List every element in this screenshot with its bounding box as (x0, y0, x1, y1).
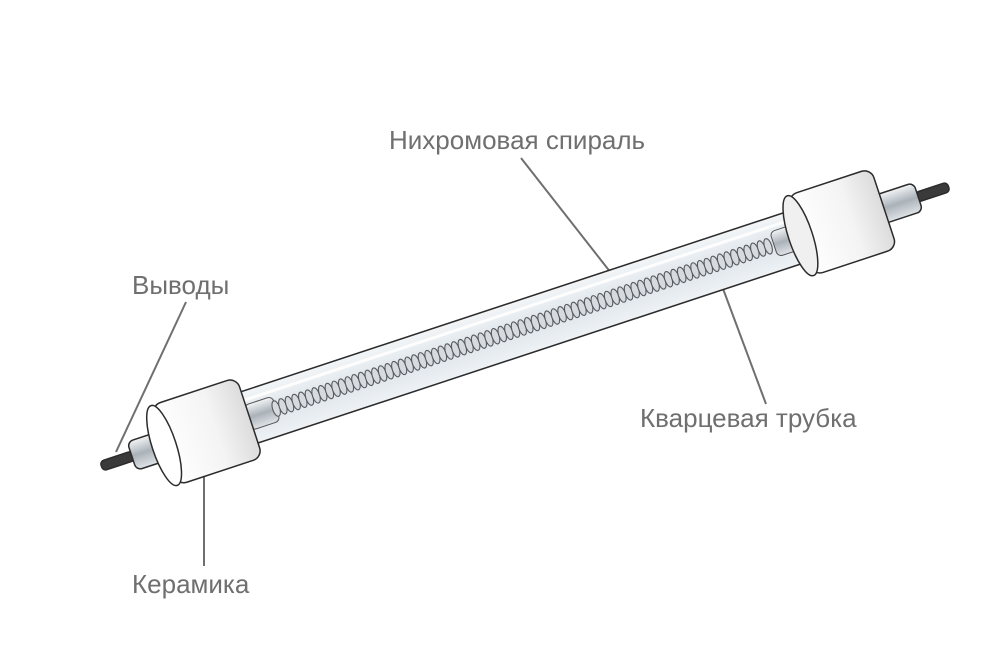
coil-turn (763, 238, 773, 255)
tube-highlight (243, 217, 796, 402)
nichrome-coil (271, 238, 773, 417)
label-quartz-tube: Кварцевая трубка (640, 403, 857, 433)
leader-line-leads (115, 301, 187, 453)
label-leads: Выводы (132, 270, 230, 300)
right-terminal-pin (915, 182, 950, 202)
right-ceramic-holder (782, 170, 896, 277)
heater-element (100, 170, 950, 487)
leader-line-tube (721, 285, 767, 405)
leader-line-spiral (520, 157, 623, 288)
label-ceramic: Керамика (132, 569, 250, 599)
label-nichrome-spiral: Нихромовая спираль (389, 125, 646, 155)
left-ceramic-holder (145, 379, 261, 487)
left-terminal-pin (100, 451, 135, 471)
